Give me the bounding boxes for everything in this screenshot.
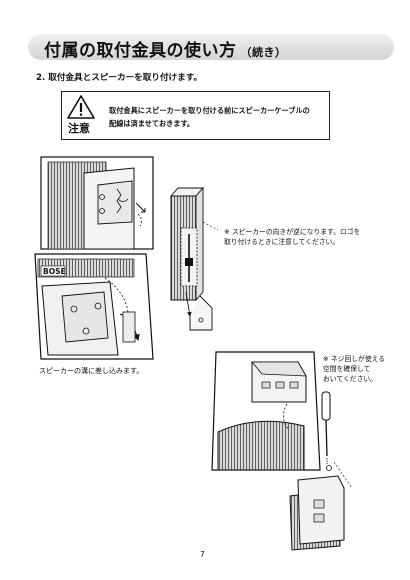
caution-label: 注意 (68, 122, 90, 135)
insert-caption: スピーカーの溝に差し込みます。 (39, 367, 144, 375)
page-title-main: 付属の取付金具の使い方 (44, 41, 237, 61)
caution-text: 取付金具にスピーカーを取り付ける前にスピーカーケーブルの 配線は済ませておきます… (109, 106, 310, 128)
title-bar (28, 34, 394, 60)
detail-view-bottom: BOSE (34, 253, 154, 360)
speaker-column (170, 186, 219, 331)
page-number: 7 (200, 550, 205, 559)
speaker-with-bracket (289, 461, 353, 551)
detail-view-right (211, 351, 321, 471)
warning-triangle-icon (67, 95, 95, 119)
step-heading: 2. 取付金具とスピーカーを取り付けます。 (36, 73, 203, 83)
caution-box (61, 91, 330, 140)
screwdriver-note: ※ ネジ回しが使える 空間を確保して おいてください。 (323, 355, 386, 383)
page-title: 付属の取付金具の使い方（続き） (44, 36, 287, 61)
screwdriver-icon (321, 391, 331, 464)
detail-view-top (40, 156, 154, 250)
orientation-note: ※ スピーカーの向きが逆になります。ロゴを 取り付けるときに注意してください。 (224, 228, 361, 246)
speaker-logo: BOSE (43, 267, 66, 276)
page-title-subtitle: （続き） (240, 46, 287, 59)
